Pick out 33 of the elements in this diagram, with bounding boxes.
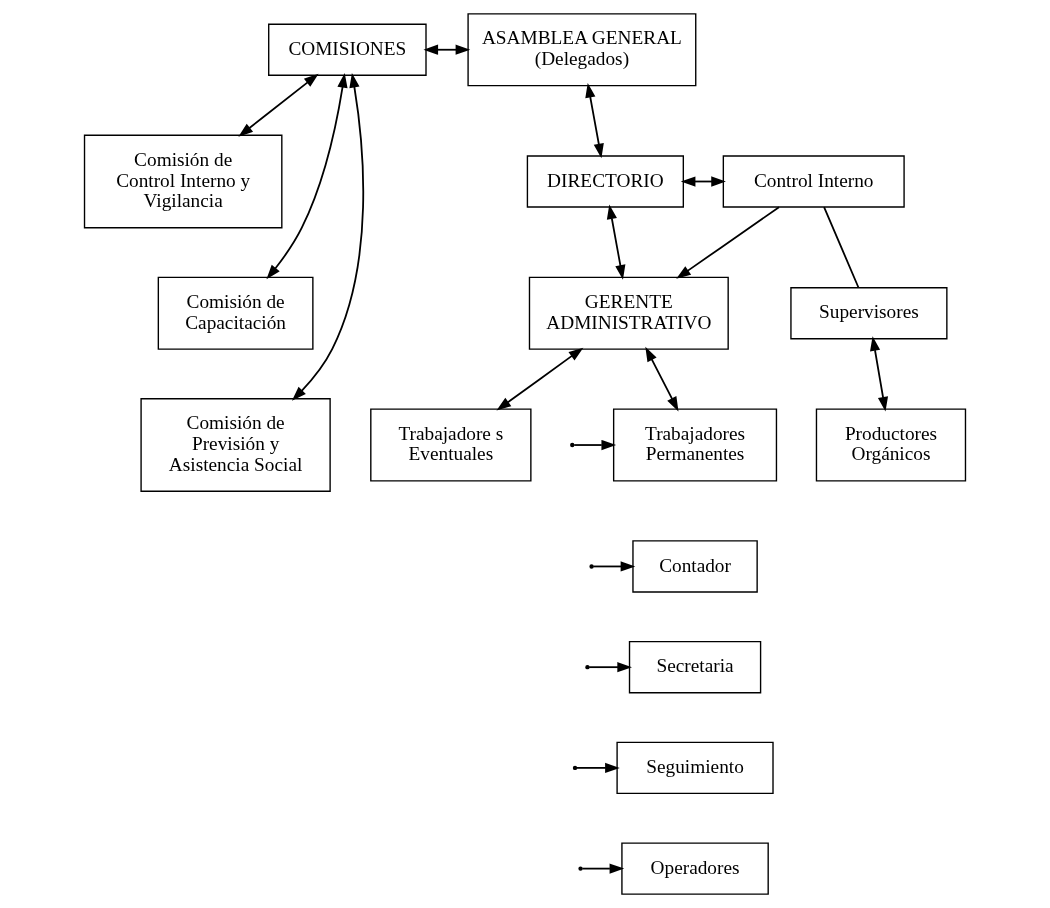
node-box: ASAMBLEA GENERAL (Delegados) [467, 13, 697, 87]
node-box: DIRECTORIO [526, 155, 684, 208]
node-box: Comisión de Capacitación [157, 276, 314, 350]
arrow [496, 347, 584, 411]
arrow [581, 863, 625, 874]
arrow [423, 44, 471, 55]
arrow [592, 561, 636, 572]
node-box: Supervisores [790, 287, 948, 340]
arrow [238, 73, 319, 137]
node-box: Productores Orgánicos [815, 408, 967, 482]
node-box: Comisión de Previsión y Asistencia Social [140, 398, 331, 492]
node-box: Operadores [621, 842, 769, 895]
arrow [588, 662, 632, 673]
arrow [645, 346, 679, 412]
connector [823, 206, 860, 289]
arrow [870, 336, 889, 412]
node-box: Trabajadores Permanentes [612, 408, 778, 482]
node-box: Secretaria [628, 640, 762, 694]
arrow [576, 762, 620, 773]
node-box: Control Interno [722, 155, 905, 208]
arrow [585, 83, 604, 159]
node-box: Trabajadore s Eventuales [370, 408, 532, 482]
node-box: Comisión de Control Interno y Vigilancia [83, 134, 283, 229]
arrow [291, 72, 365, 401]
arrow [676, 206, 780, 279]
arrow [266, 72, 348, 280]
node-box: GERENTE ADMINISTRATIVO [528, 276, 729, 350]
arrow [680, 176, 726, 187]
node-box: Seguimiento [616, 741, 774, 795]
node-box: Contador [632, 540, 758, 593]
arrow [606, 204, 626, 280]
arrow [573, 439, 617, 451]
node-box: COMISIONES [268, 23, 427, 76]
